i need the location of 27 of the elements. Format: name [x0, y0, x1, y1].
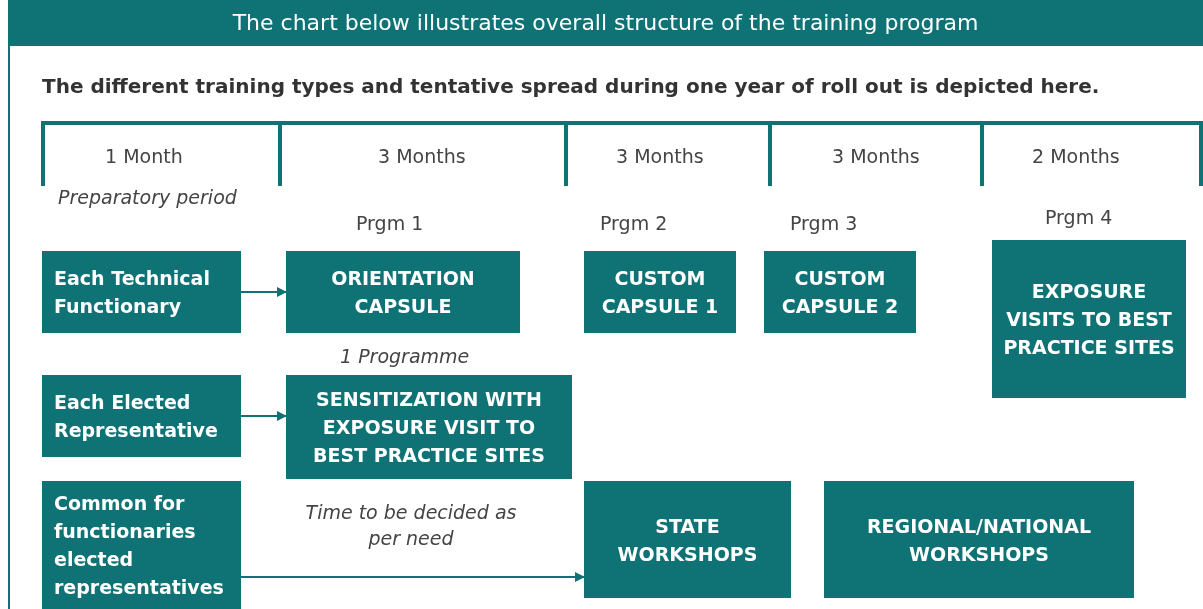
process-box: SENSITIZATION WITH EXPOSURE VISIT TO BEST PRACTICE SITES: [286, 375, 572, 479]
subtitle: The different training types and tentative spread during one year of roll out is depicted here.: [42, 74, 1100, 98]
duration-label: 3 Months: [378, 145, 466, 167]
process-box: CUSTOM CAPSULE 1: [584, 251, 736, 333]
duration-label: 3 Months: [832, 145, 920, 167]
arrow: [240, 572, 585, 582]
arrow: [240, 287, 287, 297]
process-box: CUSTOM CAPSULE 2: [764, 251, 916, 333]
process-box: ORIENTATION CAPSULE: [286, 251, 520, 333]
title-banner: The chart below illustrates overall structure of the training program: [8, 0, 1203, 46]
arrow: [240, 411, 287, 421]
note-text: Preparatory period: [58, 186, 237, 208]
process-box: REGIONAL/NATIONAL WORKSHOPS: [824, 481, 1134, 598]
duration-label: 3 Months: [616, 145, 704, 167]
process-box: STATE WORKSHOPS: [584, 481, 791, 598]
edge-label: Time to be decided as per need: [304, 500, 518, 551]
process-box: Common for functionaries elected representatives: [42, 481, 241, 609]
duration-label: 1 Month: [105, 145, 183, 167]
duration-label: 2 Months: [1032, 145, 1120, 167]
process-box: EXPOSURE VISITS TO BEST PRACTICE SITES: [992, 240, 1186, 398]
process-box: Each Technical Functionary: [42, 251, 241, 333]
program-label: 1 Programme: [340, 345, 470, 367]
program-label: Prgm 4: [1045, 206, 1113, 228]
process-box: Each Elected Representative: [42, 375, 241, 457]
program-label: Prgm 2: [600, 212, 668, 234]
program-label: Prgm 1: [356, 212, 424, 234]
program-label: Prgm 3: [790, 212, 858, 234]
